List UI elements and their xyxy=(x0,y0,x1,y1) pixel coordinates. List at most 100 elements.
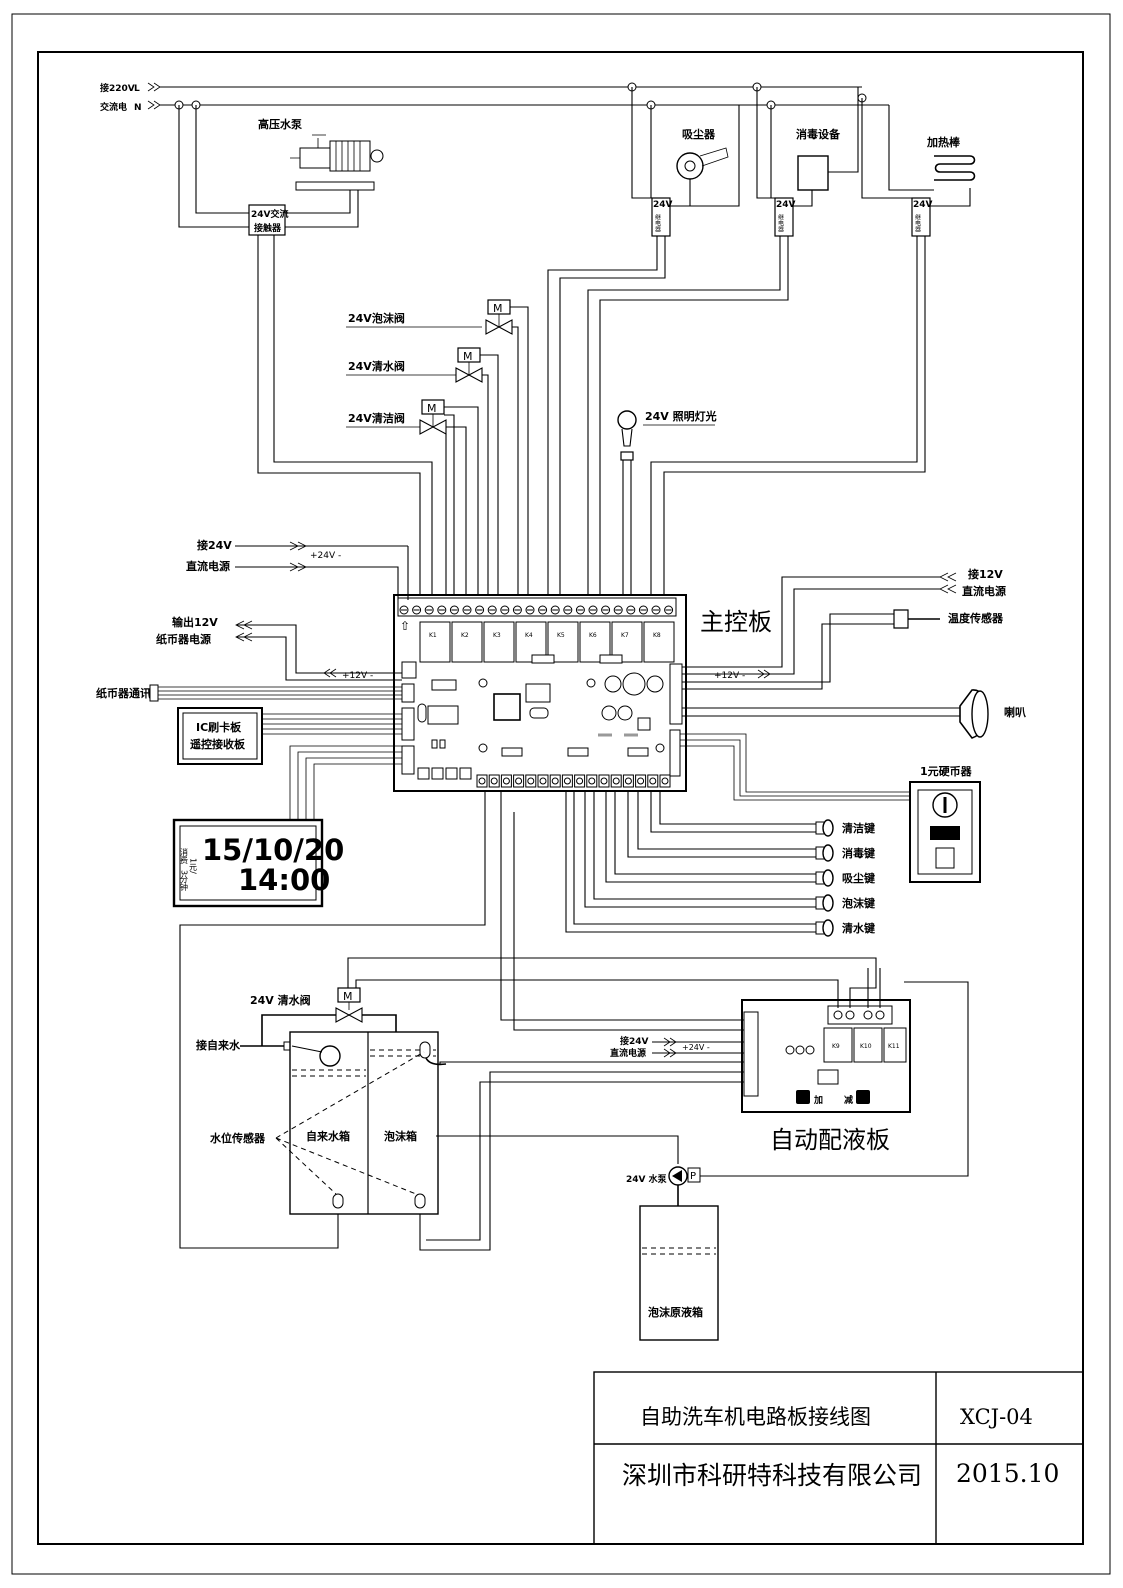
coin-label: 1元硬币器 xyxy=(920,765,973,778)
relay-3 xyxy=(483,621,515,663)
in12-label-line1: 接12V xyxy=(968,567,1003,581)
push-button-icon[interactable] xyxy=(822,819,834,837)
mount-hole xyxy=(586,678,596,688)
wire xyxy=(828,87,859,173)
wire xyxy=(446,426,467,600)
wire xyxy=(584,790,816,908)
wire xyxy=(195,105,249,214)
dosing-24v-line2: 直流电源 xyxy=(610,1047,646,1059)
foam-level-sensor xyxy=(419,1041,431,1059)
key-label: 消毒键 xyxy=(842,846,876,860)
dosing-24v-tag: +24V - xyxy=(682,1043,710,1052)
water-tank-label: 自来水箱 xyxy=(306,1129,350,1143)
push-button-icon[interactable] xyxy=(822,869,834,887)
capacitor xyxy=(617,705,633,721)
wire xyxy=(355,979,839,1008)
wire xyxy=(444,406,479,600)
wire xyxy=(670,105,740,207)
push-button-icon[interactable] xyxy=(822,844,834,862)
key-label: 泡沫键 xyxy=(842,896,876,910)
drawing-name: 自助洗车机电路板接线图 xyxy=(640,1405,871,1429)
contactor-box xyxy=(248,204,286,236)
tank-valve-label: 24V 清水阀 xyxy=(250,993,311,1007)
dosing-plus-button[interactable] xyxy=(796,1090,810,1104)
wire xyxy=(565,790,816,933)
relay-label: K8 xyxy=(653,632,661,639)
capacitor xyxy=(601,705,617,721)
bill-comm-label: 纸币器通讯 xyxy=(96,686,151,700)
relay-volt: 24V xyxy=(913,200,933,210)
relay-name: 继电器 xyxy=(914,213,921,233)
pump-mark-box xyxy=(687,1167,701,1183)
foam-bottom-sensor xyxy=(414,1193,426,1209)
ac-loads: 吸尘器 消毒设备 加热棒 24V 继电器 24V 继电器 24V 继电器 xyxy=(631,87,976,237)
bill-comm-plug xyxy=(149,684,159,702)
motor-mark: M xyxy=(427,402,437,415)
indicator xyxy=(431,739,438,749)
mount-hole xyxy=(478,743,488,753)
push-button-icon[interactable] xyxy=(822,919,834,937)
dosing-minus-button[interactable] xyxy=(856,1090,870,1104)
relay-module-vacuum xyxy=(651,197,671,237)
vacuum-outlet-icon xyxy=(699,147,729,167)
chip xyxy=(627,747,649,757)
heater-label: 加热棒 xyxy=(926,135,961,149)
motor-mark: M xyxy=(343,990,353,1003)
in12-tag: +12V - xyxy=(714,671,745,681)
dosing-24v-line1: 接24V xyxy=(620,1035,649,1047)
arrow-icon xyxy=(663,1037,677,1058)
left-connector-12v xyxy=(401,661,417,679)
level-sensor-label: 水位传感器 xyxy=(210,1131,266,1145)
wire xyxy=(631,87,652,199)
wire xyxy=(439,1061,744,1064)
dip-switches xyxy=(417,767,472,780)
drawing-number: XCJ-04 xyxy=(960,1405,1033,1429)
wire xyxy=(480,354,499,600)
cleaner-valve-label: 24V清洁阀 xyxy=(348,411,405,425)
pump-label: 高压水泵 xyxy=(258,117,302,131)
key-label: 清水键 xyxy=(842,921,876,935)
pipe xyxy=(362,1014,397,1032)
push-button-icon[interactable] xyxy=(822,894,834,912)
wire xyxy=(627,790,816,858)
dc24-label-line2: 直流电源 xyxy=(186,559,230,573)
relay-label: K9 xyxy=(832,1043,840,1050)
dc24-label-line1: 接24V xyxy=(197,538,232,552)
relay-name: 继电器 xyxy=(777,213,784,233)
lamp-cable xyxy=(620,451,634,461)
clean-water-valve-label: 24V清水阀 xyxy=(348,359,405,373)
vacuum-label: 吸尘器 xyxy=(682,127,716,141)
solenoid-valves: 24V泡沫阀 M 24V清水阀 M 24V清洁阀 M xyxy=(346,299,529,600)
pump-shaft-icon xyxy=(370,149,384,163)
in12-label-line2: 直流电源 xyxy=(962,584,1006,598)
wire xyxy=(680,733,910,801)
wire xyxy=(482,374,489,600)
out12-label-line1: 输出12V xyxy=(172,615,218,629)
out12-label-line2: 纸币器电源 xyxy=(156,632,211,646)
wire xyxy=(347,957,877,1008)
relay-2 xyxy=(451,621,483,663)
wire xyxy=(682,623,894,690)
mcu-chip xyxy=(493,693,521,721)
relay-label: K11 xyxy=(888,1043,900,1050)
phase-l-arrow xyxy=(147,82,161,92)
relay-module-heater xyxy=(911,197,931,237)
relay-label: K10 xyxy=(860,1043,872,1050)
chip xyxy=(531,654,555,664)
capacitor xyxy=(646,675,664,693)
pump-mark: P xyxy=(690,1171,696,1182)
terminal-screw xyxy=(661,777,669,785)
speaker-cone-icon xyxy=(971,690,989,738)
relay-label: K5 xyxy=(557,632,565,639)
dosing-left-connector xyxy=(743,1011,759,1097)
wire xyxy=(426,1081,744,1241)
dosing-board-title: 自动配液板 xyxy=(770,1126,890,1154)
wire xyxy=(178,105,249,228)
dosing-segment-display xyxy=(817,1069,839,1085)
wire xyxy=(650,790,816,833)
contactor-label-line1: 24V交流 xyxy=(251,208,289,220)
wire xyxy=(698,981,969,1177)
